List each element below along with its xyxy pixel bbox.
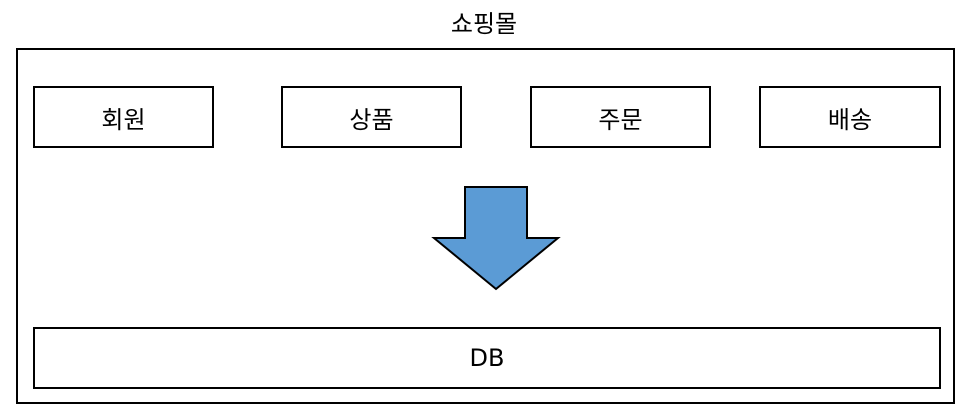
module-label-delivery: 배송: [827, 105, 873, 134]
module-label-member: 회원: [101, 105, 146, 134]
module-box-product: 상품: [281, 86, 462, 148]
module-box-member: 회원: [33, 86, 214, 148]
shopping-mall-frame: [16, 48, 955, 404]
database-label: DB: [469, 344, 505, 372]
module-label-order: 주문: [598, 105, 643, 134]
module-box-order: 주문: [530, 86, 711, 148]
down-arrow-icon: [431, 186, 561, 291]
down-arrow-shape: [431, 186, 561, 291]
diagram-title: 쇼핑몰: [450, 10, 518, 38]
database-box: DB: [33, 327, 941, 389]
module-label-product: 상품: [349, 105, 394, 134]
module-box-delivery: 배송: [759, 86, 941, 148]
